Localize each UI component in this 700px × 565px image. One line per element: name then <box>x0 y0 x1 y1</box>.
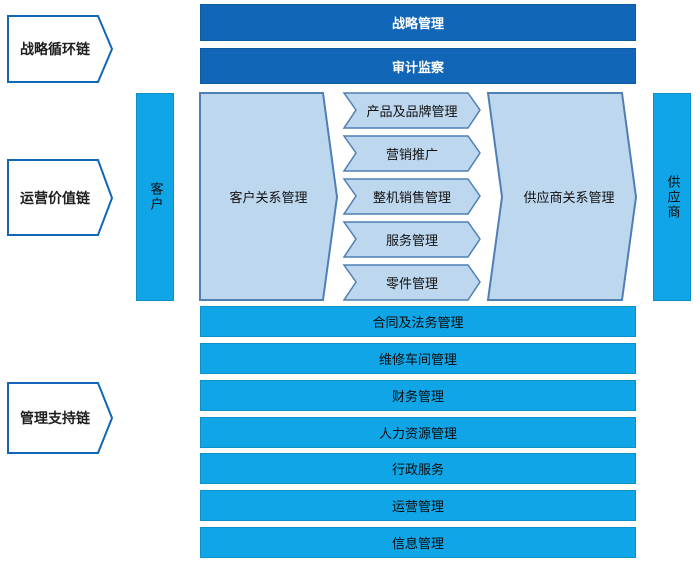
customer-bar: 客户 <box>136 93 174 301</box>
audit-supervision-bar: 审计监察 <box>200 48 636 84</box>
support-bar-5: 行政服务 <box>200 453 636 484</box>
middle-chevron-1 <box>342 92 481 129</box>
strategy-chain-label: 战略循环链 <box>20 42 90 58</box>
support-bar-1: 合同及法务管理 <box>200 306 636 337</box>
support-bar-2: 维修车间管理 <box>200 343 636 374</box>
strategy-management-bar: 战略管理 <box>200 4 636 41</box>
operation-chain-shape <box>7 159 114 236</box>
supplier-bar: 供应商 <box>653 93 691 301</box>
middle-chevron-2 <box>342 135 481 172</box>
operation-chain-label: 运营价值链 <box>20 190 90 207</box>
support-chain-label: 管理支持链 <box>20 411 90 427</box>
support-bar-3: 财务管理 <box>200 380 636 411</box>
strategy-chain-shape <box>7 15 114 83</box>
support-bar-4: 人力资源管理 <box>200 417 636 448</box>
middle-chevron-3 <box>342 178 481 215</box>
support-bar-6: 运营管理 <box>200 490 636 521</box>
crm-shape <box>199 92 339 301</box>
support-chain-shape <box>7 382 114 454</box>
middle-chevron-5 <box>342 264 481 301</box>
support-bar-7: 信息管理 <box>200 527 636 558</box>
srm-shape <box>486 92 638 301</box>
middle-chevron-4 <box>342 221 481 258</box>
